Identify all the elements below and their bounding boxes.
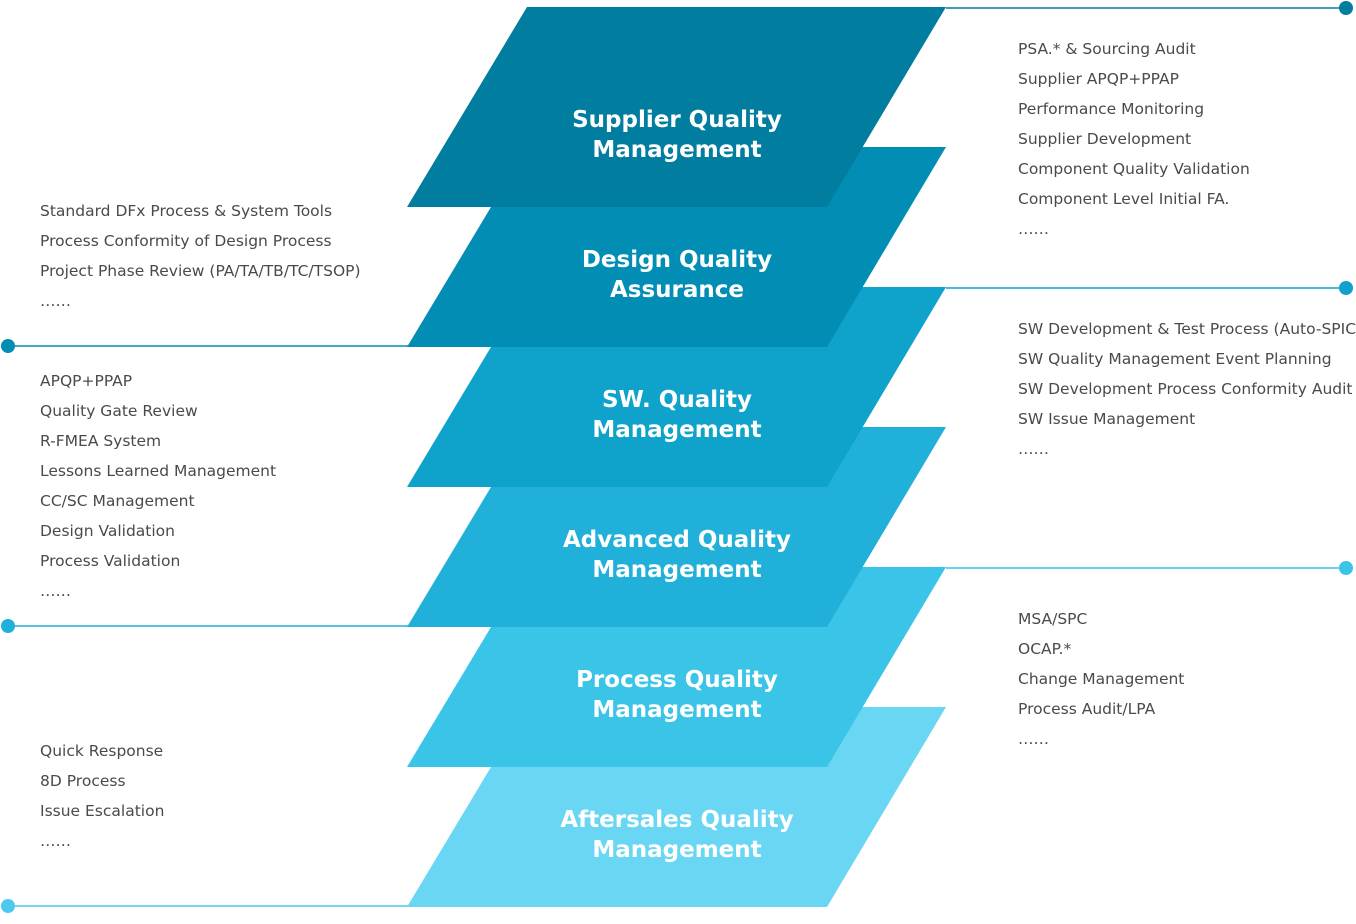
list-item: SW Quality Management Event Planning bbox=[1018, 350, 1332, 368]
list-item: PSA.* & Sourcing Audit bbox=[1018, 40, 1196, 58]
list-item: Standard DFx Process & System Tools bbox=[40, 202, 333, 220]
layer-title-line2: Assurance bbox=[610, 277, 744, 303]
list-item: Process Conformity of Design Process bbox=[40, 232, 332, 250]
list-item: OCAP.* bbox=[1018, 640, 1072, 658]
supplier-quality-items: PSA.* & Sourcing Audit Supplier APQP+PPA… bbox=[1018, 34, 1250, 244]
list-item: Performance Monitoring bbox=[1018, 100, 1205, 118]
process-quality-items: MSA/SPC OCAP.* Change Management Process… bbox=[1018, 604, 1184, 754]
list-item: Design Validation bbox=[40, 522, 175, 540]
list-item: Quality Gate Review bbox=[40, 402, 198, 420]
list-item: …… bbox=[40, 582, 71, 600]
connector-dot bbox=[1339, 561, 1353, 575]
list-item: SW Development Process Conformity Audit bbox=[1018, 380, 1353, 398]
list-item: …… bbox=[40, 832, 71, 850]
list-item: R-FMEA System bbox=[40, 432, 162, 450]
layer-title-line1: Design Quality bbox=[582, 247, 772, 273]
connector-dot bbox=[1, 899, 15, 913]
connector-dot bbox=[1, 339, 15, 353]
list-item: Project Phase Review (PA/TA/TB/TC/TSOP) bbox=[40, 262, 361, 280]
layer-title-line2: Management bbox=[592, 697, 761, 723]
list-item: 8D Process bbox=[40, 772, 126, 790]
list-item: SW Issue Management bbox=[1018, 410, 1196, 428]
layer-title-line1: Aftersales Quality bbox=[560, 807, 793, 833]
list-item: Supplier Development bbox=[1018, 130, 1192, 148]
list-item: Quick Response bbox=[40, 742, 164, 760]
list-item: CC/SC Management bbox=[40, 492, 195, 510]
layer-title-line1: Supplier Quality bbox=[572, 107, 782, 133]
list-item: Process Validation bbox=[40, 552, 181, 570]
layer-title-line2: Management bbox=[592, 837, 761, 863]
layer-shape bbox=[407, 7, 946, 207]
layer-title-line2: Management bbox=[592, 417, 761, 443]
layer-title-line2: Management bbox=[592, 137, 761, 163]
layer-title-line2: Management bbox=[592, 557, 761, 583]
list-item: Component Quality Validation bbox=[1018, 160, 1250, 178]
advanced-quality-items: APQP+PPAP Quality Gate Review R-FMEA Sys… bbox=[40, 366, 276, 606]
connector-dot bbox=[1339, 1, 1353, 15]
layer-title-line1: Advanced Quality bbox=[563, 527, 791, 553]
list-item: Change Management bbox=[1018, 670, 1185, 688]
list-item: …… bbox=[1018, 440, 1049, 458]
list-item: Process Audit/LPA bbox=[1018, 700, 1156, 718]
aftersales-quality-items: Quick Response 8D Process Issue Escalati… bbox=[40, 736, 164, 856]
list-item: APQP+PPAP bbox=[40, 372, 133, 390]
connector-dot bbox=[1, 619, 15, 633]
layer-title-line1: SW. Quality bbox=[602, 387, 752, 413]
list-item: Issue Escalation bbox=[40, 802, 165, 820]
layer-title-line1: Process Quality bbox=[576, 667, 778, 693]
list-item: MSA/SPC bbox=[1018, 610, 1088, 628]
sw-quality-items: SW Development & Test Process (Auto-SPIC… bbox=[1018, 314, 1356, 464]
design-quality-items: Standard DFx Process & System Tools Proc… bbox=[40, 196, 361, 316]
connector-dot bbox=[1339, 281, 1353, 295]
list-item: …… bbox=[1018, 730, 1049, 748]
list-item: Component Level Initial FA. bbox=[1018, 190, 1230, 208]
list-item: …… bbox=[40, 292, 71, 310]
list-item: Supplier APQP+PPAP bbox=[1018, 70, 1179, 88]
list-item: Lessons Learned Management bbox=[40, 462, 277, 480]
list-item: …… bbox=[1018, 220, 1049, 238]
list-item: SW Development & Test Process (Auto-SPIC… bbox=[1018, 320, 1356, 338]
